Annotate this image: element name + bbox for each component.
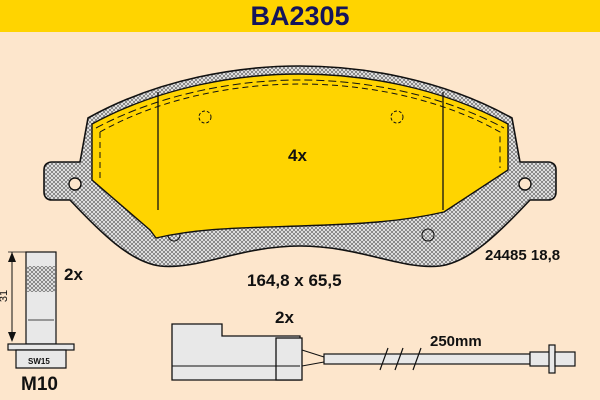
pin-right xyxy=(421,228,435,242)
pad-dimensions: 164,8 x 65,5 xyxy=(247,271,342,290)
friction-material xyxy=(91,73,509,239)
product-code: BA2305 xyxy=(250,0,350,31)
bolt-thread: M10 xyxy=(21,374,58,395)
pad-reference: 24485 18,8 xyxy=(485,247,561,264)
sensor-quantity: 2x xyxy=(275,308,294,327)
sensor-length: 250mm xyxy=(430,333,482,350)
wear-sensor-drawing xyxy=(171,323,576,381)
pad-quantity: 4x xyxy=(288,146,307,165)
bolt-quantity: 2x xyxy=(64,265,83,284)
mounting-hole-left xyxy=(68,177,82,191)
bolt-drawing xyxy=(7,251,75,369)
bolt-wrench-size: SW15 xyxy=(28,357,50,366)
mounting-hole-right xyxy=(518,177,532,191)
header-bar: BA2305 xyxy=(0,0,600,32)
bolt-length: 31 xyxy=(0,289,11,303)
